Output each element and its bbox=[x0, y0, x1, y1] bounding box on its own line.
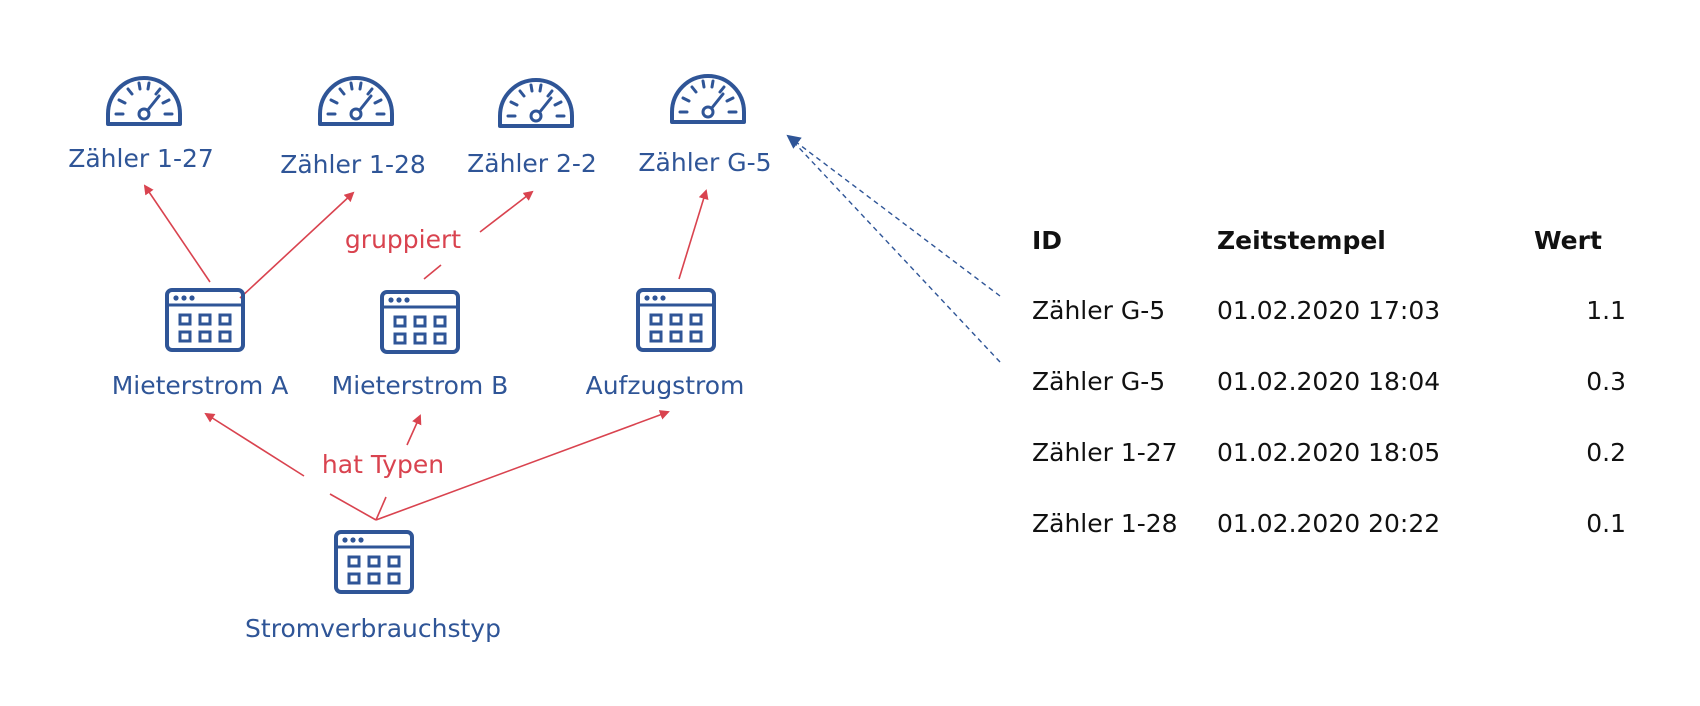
window-grid-icon bbox=[636, 288, 716, 352]
edge-gruppiert-to-zaehler-2-2 bbox=[479, 190, 534, 233]
meter-label-zaehler-1-28: Zähler 1-28 bbox=[280, 150, 426, 179]
edge-root-stem-center bbox=[375, 496, 387, 521]
meter-label-zaehler-2-2: Zähler 2-2 bbox=[467, 149, 597, 178]
edge-root-to-mieterstrom-a bbox=[204, 412, 305, 477]
table-cell-value: 0.1 bbox=[1586, 509, 1626, 538]
meter-label-zaehler-1-27: Zähler 1-27 bbox=[68, 144, 214, 173]
edge-label-gruppiert: gruppiert bbox=[340, 226, 466, 254]
table-cell-value: 1.1 bbox=[1586, 296, 1626, 325]
gauge-icon bbox=[670, 74, 746, 124]
pointer-row-1-to-zaehler-g-5 bbox=[786, 134, 1001, 297]
table-cell-id: Zähler G-5 bbox=[1032, 367, 1166, 396]
table-cell-value: 0.2 bbox=[1586, 438, 1626, 467]
type-label-aufzugstrom: Aufzugstrom bbox=[585, 371, 745, 400]
type-label-mieterstrom-a: Mieterstrom A bbox=[111, 371, 289, 400]
table-cell-id: Zähler G-5 bbox=[1032, 296, 1166, 325]
root-label-stromverbrauchstyp: Stromverbrauchstyp bbox=[245, 614, 501, 643]
gauge-icon bbox=[498, 78, 574, 128]
table-cell-id: Zähler 1-28 bbox=[1032, 509, 1178, 538]
table-cell-timestamp: 01.02.2020 17:03 bbox=[1217, 296, 1441, 325]
edge-aufzugstrom-to-zaehler-g-5 bbox=[678, 189, 709, 280]
gauge-icon bbox=[318, 76, 394, 126]
edge-label-hat-typen: hat Typen bbox=[317, 451, 449, 479]
edge-mieterstrom-a-to-zaehler-1-28 bbox=[239, 191, 355, 299]
table-cell-value: 0.3 bbox=[1586, 367, 1626, 396]
window-grid-icon bbox=[380, 290, 460, 354]
edge-mieterstrom-b-to-gruppiert bbox=[423, 264, 442, 280]
table-cell-timestamp: 01.02.2020 18:04 bbox=[1217, 367, 1441, 396]
type-label-mieterstrom-b: Mieterstrom B bbox=[331, 371, 509, 400]
table-header-id: ID bbox=[1032, 226, 1063, 255]
meter-label-zaehler-g-5: Zähler G-5 bbox=[638, 148, 772, 177]
window-grid-icon bbox=[165, 288, 245, 352]
table-header-wert: Wert bbox=[1534, 226, 1602, 255]
pointer-row-2-to-zaehler-g-5 bbox=[787, 135, 1001, 363]
gauge-icon bbox=[106, 76, 182, 126]
edge-root-to-mieterstrom-b bbox=[406, 414, 422, 446]
window-grid-icon bbox=[334, 530, 414, 594]
edge-mieterstrom-a-to-zaehler-1-27 bbox=[143, 184, 211, 283]
table-header-zeitstempel: Zeitstempel bbox=[1217, 226, 1386, 255]
edge-root-to-aufzugstrom bbox=[375, 410, 670, 521]
table-cell-timestamp: 01.02.2020 20:22 bbox=[1217, 509, 1441, 538]
edge-root-stem-left bbox=[329, 493, 377, 521]
table-cell-id: Zähler 1-27 bbox=[1032, 438, 1178, 467]
table-cell-timestamp: 01.02.2020 18:05 bbox=[1217, 438, 1441, 467]
